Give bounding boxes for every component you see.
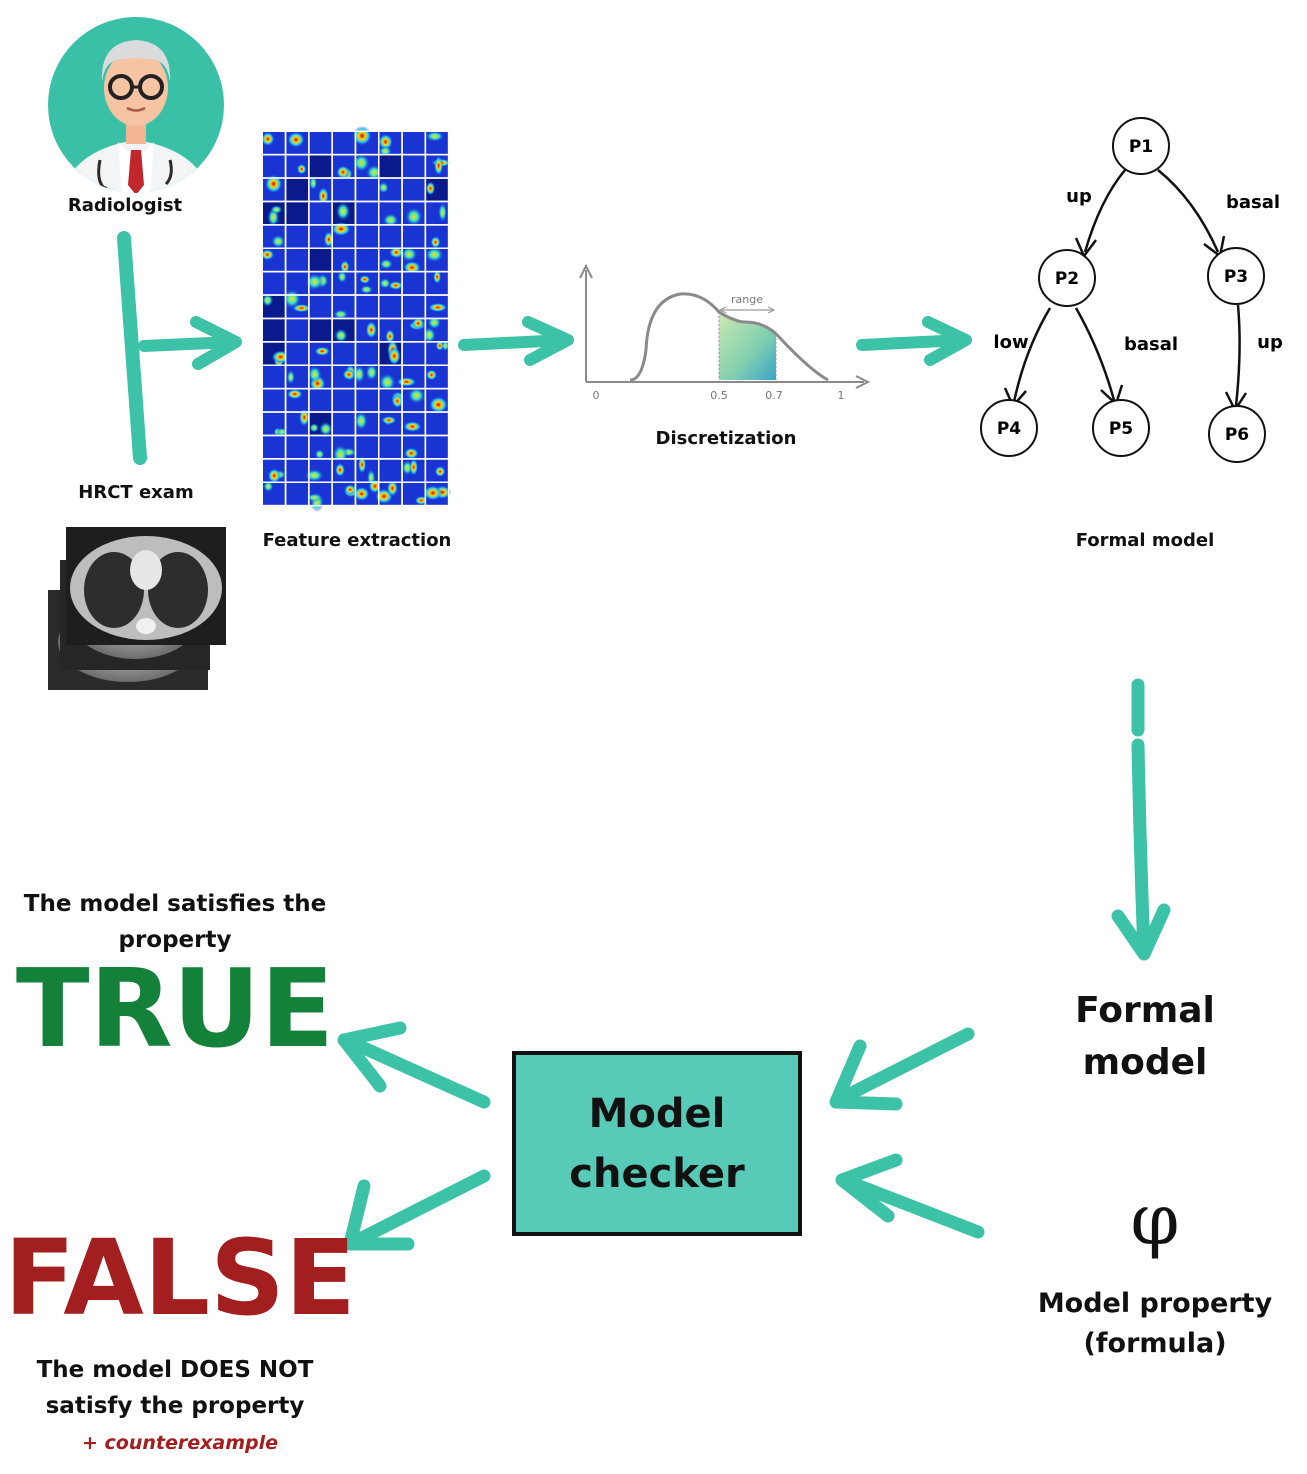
edge-p3-p6 bbox=[1234, 304, 1241, 407]
arrow-checker-to-true bbox=[337, 1021, 491, 1109]
edge-p2-p5 bbox=[1074, 307, 1116, 401]
model-property-label: Model property (formula) bbox=[1020, 1284, 1290, 1364]
true-caption-line1: The model satisfies the bbox=[23, 891, 327, 917]
edge-label-low: low bbox=[993, 332, 1028, 353]
formal-model-line1: Formal bbox=[1075, 990, 1215, 1031]
node-p4 bbox=[980, 399, 1038, 457]
arrow-to-feature-extraction bbox=[138, 316, 242, 370]
true-result: TRUE bbox=[15, 947, 335, 1072]
node-p5 bbox=[1092, 399, 1150, 457]
arrow-down-to-formal-model bbox=[1111, 678, 1171, 961]
radiologist-label: Radiologist bbox=[67, 195, 183, 216]
tick-0-5: 0.5 bbox=[710, 389, 728, 402]
model-checker-line2: checker bbox=[569, 1150, 745, 1197]
node-p2 bbox=[1038, 249, 1096, 307]
edge-label-up-2: up bbox=[1257, 332, 1283, 353]
model-property-line1: Model property bbox=[1037, 1288, 1273, 1319]
true-caption: The model satisfies the property bbox=[0, 886, 350, 958]
arrow-formal-model-to-checker bbox=[829, 1027, 975, 1111]
phi-symbol-icon: φ bbox=[1130, 1179, 1180, 1261]
edge-label-basal-2: basal bbox=[1124, 334, 1178, 355]
node-p3 bbox=[1207, 247, 1265, 305]
arrow-to-formal-model bbox=[856, 316, 972, 366]
tick-1: 1 bbox=[838, 389, 845, 402]
edge-label-up-1: up bbox=[1066, 186, 1092, 207]
formal-model-input-label: Formal model bbox=[1055, 985, 1235, 1089]
edge-label-basal-1: basal bbox=[1226, 192, 1280, 213]
tick-0: 0 bbox=[593, 389, 600, 402]
node-label-p4: P4 bbox=[997, 419, 1021, 439]
false-result: FALSE bbox=[4, 1217, 356, 1339]
false-caption: The model DOES NOT satisfy the property bbox=[0, 1352, 350, 1424]
edge-p1-p3 bbox=[1157, 169, 1220, 253]
false-caption-line1: The model DOES NOT bbox=[36, 1357, 314, 1383]
node-p1 bbox=[1112, 117, 1170, 175]
model-checker-box: Model checker bbox=[512, 1051, 802, 1236]
false-caption-line2: satisfy the property bbox=[45, 1393, 305, 1419]
discretization-label: Discretization bbox=[655, 428, 797, 449]
model-checker-line1: Model bbox=[588, 1090, 726, 1137]
ct-scan-stack-icon bbox=[48, 527, 226, 690]
node-label-p2: P2 bbox=[1055, 269, 1079, 289]
formal-model-graph: P1 P2 P3 P4 P5 P6 up basal low basal up bbox=[980, 117, 1283, 463]
node-label-p3: P3 bbox=[1224, 267, 1248, 287]
node-label-p5: P5 bbox=[1109, 419, 1133, 439]
feature-extraction-label: Feature extraction bbox=[262, 530, 452, 551]
hrct-label: HRCT exam bbox=[78, 482, 194, 503]
doctor-avatar-icon bbox=[48, 17, 224, 193]
formal-model-line2: model bbox=[1082, 1042, 1208, 1083]
node-label-p6: P6 bbox=[1225, 425, 1249, 445]
arrow-to-discretization bbox=[458, 316, 574, 366]
arrow-checker-to-false bbox=[343, 1169, 491, 1251]
true-caption-line2: property bbox=[118, 927, 232, 953]
formal-model-graph-label: Formal model bbox=[1075, 530, 1215, 551]
edge-p2-p4 bbox=[1012, 307, 1052, 403]
tick-0-7: 0.7 bbox=[765, 389, 783, 402]
model-property-line2: (formula) bbox=[1083, 1328, 1227, 1359]
edge-p1-p2 bbox=[1083, 169, 1126, 253]
node-p6 bbox=[1208, 405, 1266, 463]
radiologist-hrct-connector bbox=[117, 231, 147, 465]
node-label-p1: P1 bbox=[1129, 137, 1153, 157]
counterexample-note: + counterexample bbox=[81, 1432, 278, 1454]
discretization-plot: range 0 0.5 0.7 1 bbox=[579, 263, 871, 402]
range-label: range bbox=[731, 293, 763, 306]
arrow-property-to-checker bbox=[835, 1153, 985, 1239]
heatmap-grid-icon bbox=[260, 126, 452, 513]
